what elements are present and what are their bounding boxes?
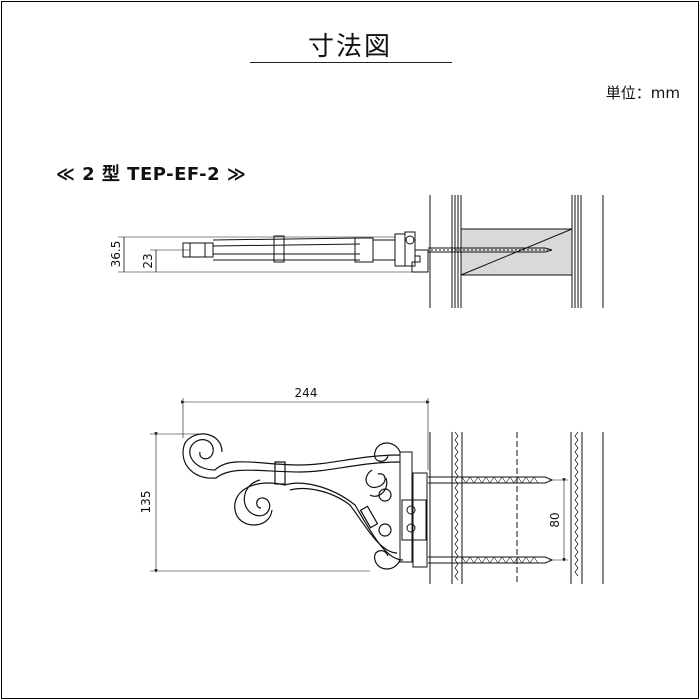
front-plate xyxy=(399,451,428,568)
dim-36-5: 36.5 xyxy=(109,241,123,268)
front-scroll-arm xyxy=(182,433,404,570)
page-title: 寸法図 xyxy=(307,32,392,62)
top-view xyxy=(118,195,604,308)
dim-244: 244 xyxy=(295,386,318,400)
top-arm xyxy=(182,231,553,273)
dim-135: 135 xyxy=(139,491,153,514)
model-label: ≪ 2 型 TEP-EF-2 ≫ xyxy=(56,164,247,185)
front-dimensions xyxy=(150,398,568,573)
front-view xyxy=(150,398,604,584)
top-dimensions xyxy=(118,236,420,273)
unit-label: 単位：mm xyxy=(605,84,680,102)
title-underline xyxy=(250,62,452,63)
dim-80: 80 xyxy=(548,512,562,527)
front-wall xyxy=(429,431,604,584)
front-screws xyxy=(428,476,554,564)
dim-23: 23 xyxy=(141,253,155,268)
